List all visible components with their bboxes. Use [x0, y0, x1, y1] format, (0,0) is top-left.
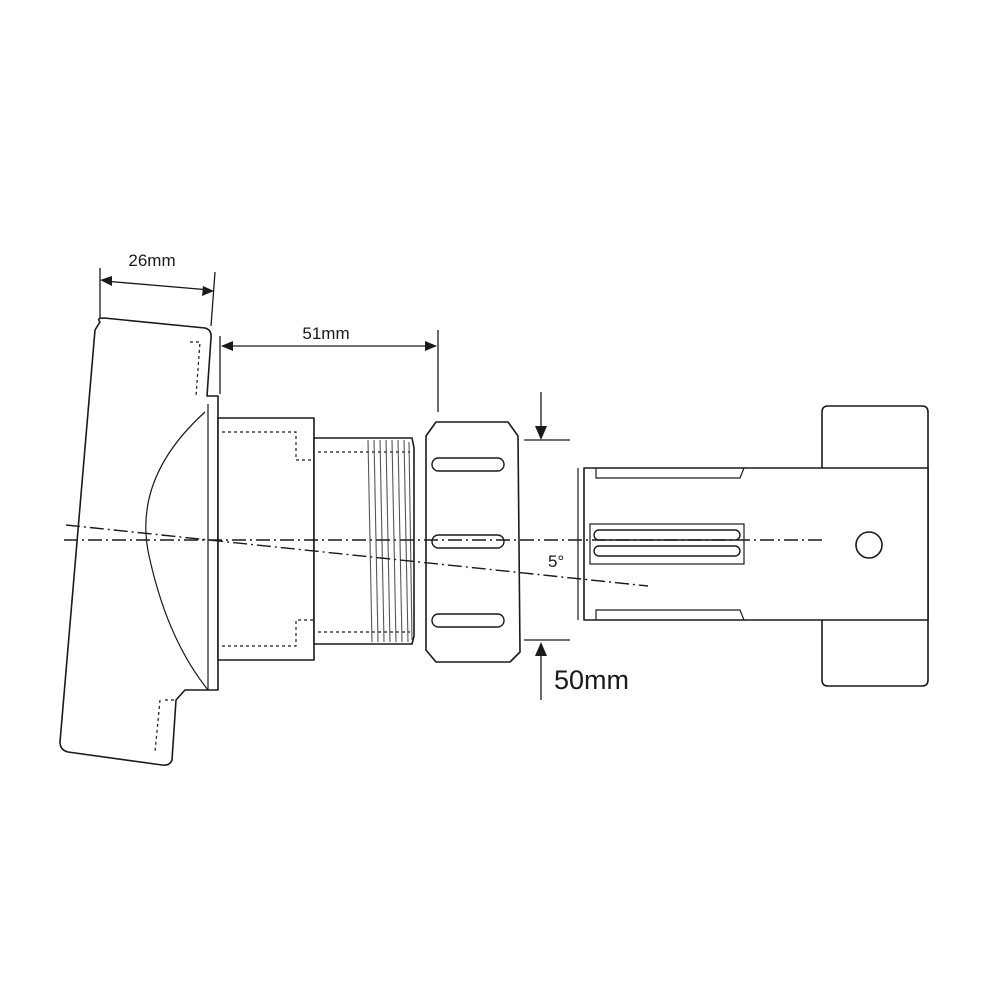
- dimension-50mm-label: 50mm: [554, 665, 629, 695]
- compression-nut: [425, 421, 521, 663]
- dimension-51mm-label: 51mm: [302, 324, 349, 343]
- dimension-50mm: 50mm: [524, 392, 629, 700]
- nut-slot-bottom: [431, 613, 505, 628]
- nut-slot-middle: [431, 534, 505, 549]
- pipe-hole: [855, 531, 883, 559]
- dimension-51mm: 51mm: [219, 324, 439, 412]
- threaded-body: [217, 417, 415, 661]
- nut-slot-top: [431, 457, 505, 472]
- angle-5deg-label: 5°: [548, 552, 564, 571]
- center-lines: [64, 524, 822, 587]
- pipe-slot: [593, 529, 741, 541]
- dimension-26mm-label: 26mm: [128, 251, 175, 270]
- pipe-clip: [577, 405, 929, 687]
- flange-body: [59, 317, 219, 766]
- thread-lines: [367, 439, 413, 643]
- dimension-26mm: 26mm: [99, 251, 216, 327]
